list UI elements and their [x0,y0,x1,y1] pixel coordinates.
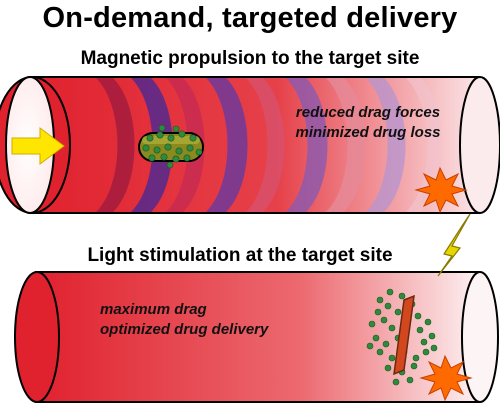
note2-line1: maximum drag [100,301,207,318]
burst-icon-2 [419,354,473,402]
nanomotor-icon [138,124,204,169]
note2-line2: optimized drug delivery [100,321,269,338]
stimulation-note: maximum drag optimized drug delivery [100,300,330,340]
burst-icon [414,166,468,214]
propulsion-note: reduced drag forces minimized drug loss [268,103,468,143]
diagram-title: On-demand, targeted delivery [42,2,458,34]
arrow-icon [11,127,65,165]
released-drug-cloud [366,288,438,386]
rotated-nanomotor-icon [393,294,415,376]
section1-heading: Magnetic propulsion to the target site [80,48,420,69]
note1-line2: minimized drug loss [295,124,441,141]
vessel-top [0,76,500,214]
section2-heading: Light stimulation at the target site [87,245,393,266]
note1-line1: reduced drag forces [295,104,441,121]
magnetic-field-bands [95,77,443,213]
lightning-icon [437,213,471,277]
